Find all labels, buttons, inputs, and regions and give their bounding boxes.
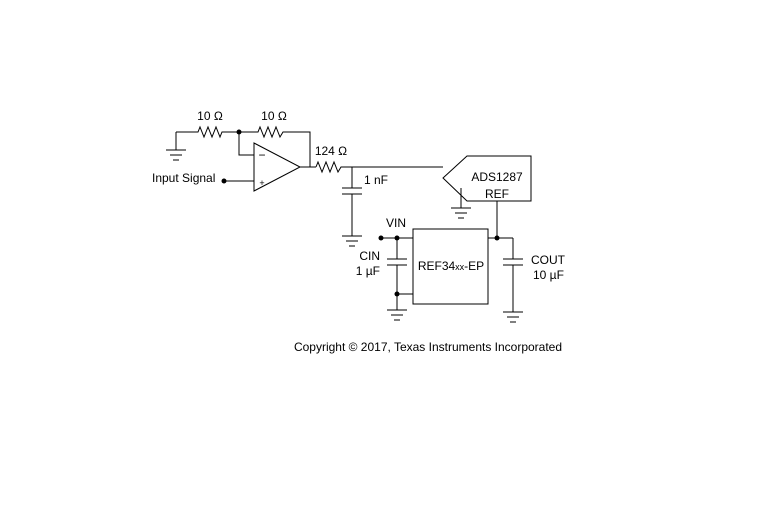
opamp-minus-sign: −	[258, 148, 265, 162]
wire-inverting-input	[238, 132, 254, 156]
capacitor-cin	[387, 238, 407, 294]
vin-label: VIN	[386, 216, 406, 230]
capacitor-c1	[342, 167, 362, 247]
ground-symbol-ref	[387, 294, 407, 321]
opamp-plus-sign: +	[259, 178, 264, 188]
cin-name-label: CIN	[359, 249, 380, 263]
resistor-r2	[239, 125, 311, 167]
resistor-r3	[315, 160, 443, 174]
ground-symbol-r1	[166, 132, 186, 161]
cin-value-label: 1 µF	[356, 264, 380, 278]
adc-name: ADS1287	[471, 170, 523, 184]
r3-label: 124 Ω	[315, 144, 347, 158]
input-signal-label: Input Signal	[152, 171, 215, 185]
cout-name-label: COUT	[531, 253, 566, 267]
c1-label: 1 nF	[364, 173, 388, 187]
r2-label: 10 Ω	[261, 109, 287, 123]
copyright-notice: Copyright © 2017, Texas Instruments Inco…	[294, 340, 562, 354]
adc-ref-pin-label: REF	[485, 187, 509, 201]
op-amp	[253, 142, 302, 192]
r1-label: 10 Ω	[197, 109, 223, 123]
cout-value-label: 10 µF	[533, 268, 564, 282]
node-vout	[494, 235, 500, 241]
adc-ads1287	[442, 155, 532, 202]
voltage-reference-ic	[412, 228, 489, 305]
capacitor-cout	[503, 238, 523, 323]
voltage-reference-label: REF34xx-EP	[418, 259, 484, 273]
ground-symbol-adc	[451, 188, 471, 219]
resistor-r1	[176, 125, 239, 139]
